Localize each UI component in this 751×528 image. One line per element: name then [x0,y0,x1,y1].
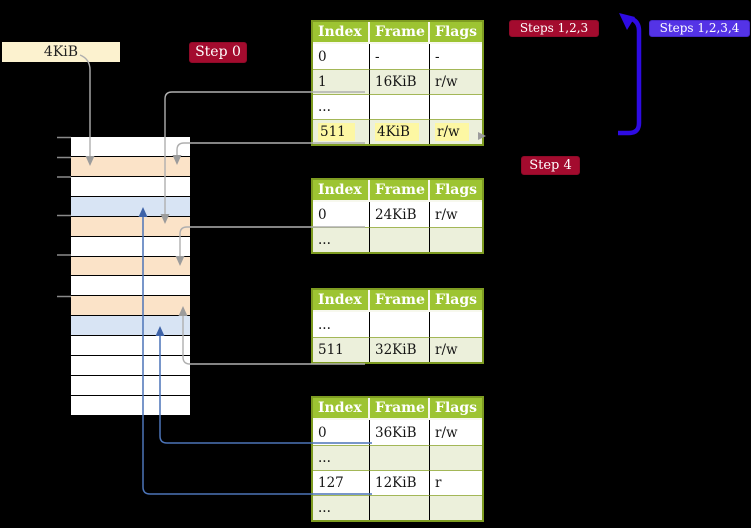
frame-size-label: 4KiB [2,42,120,62]
table-row-highlighted: 511 4KiB r/w [313,119,482,144]
table-row: 0 - - [313,44,482,69]
header-frame: Frame [370,398,430,420]
memory-row-0-white [71,137,190,156]
cell-flags [430,227,482,252]
page-table-3: Index Frame Flags ... 511 32KiB r/w [311,288,484,364]
cell-flags: r/w [430,119,482,144]
table-row: ... [313,495,482,520]
header-flags: Flags [430,398,482,420]
cell-flags [430,495,482,520]
cell-index: ... [313,227,370,252]
page-table-2: Index Frame Flags 0 24KiB r/w ... [311,178,484,254]
cell-frame [370,495,430,520]
table-row: 127 12KiB r [313,470,482,495]
cell-index: 127 [313,470,370,495]
cell-flags: r/w [430,337,482,362]
highlight-mark: r/w [435,123,469,141]
table-row: 511 32KiB r/w [313,337,482,362]
memory-tick-marks [57,136,71,298]
cell-frame [370,94,430,119]
memory-row-4-orange [71,215,190,236]
memory-row-12-white [71,375,190,395]
table-1-header-row: Index Frame Flags [313,22,482,44]
header-frame: Frame [370,180,430,202]
header-index: Index [313,22,370,44]
cell-index: 0 [313,44,370,69]
table-3-header-row: Index Frame Flags [313,290,482,312]
cell-frame [370,227,430,252]
cell-frame: 32KiB [370,337,430,362]
header-index: Index [313,290,370,312]
memory-row-3-blue [71,195,190,216]
memory-row-11-white [71,355,190,376]
header-index: Index [313,398,370,420]
cell-index: ... [313,312,370,337]
memory-row-13-white [71,394,190,415]
header-flags: Flags [430,22,482,44]
cell-frame: 16KiB [370,69,430,94]
recursive-loop-arrow [618,16,642,136]
cell-index: 511 [313,119,370,144]
step0-badge: Step 0 [189,42,247,63]
table-4-header-row: Index Frame Flags [313,398,482,420]
memory-row-10-white [71,335,190,356]
table-2-header-row: Index Frame Flags [313,180,482,202]
cell-frame: 12KiB [370,470,430,495]
table-row: ... [313,445,482,470]
highlight-mark: 511 [318,123,355,141]
cell-flags: r/w [435,206,458,223]
memory-row-9-blue [71,315,190,336]
memory-row-8-orange [71,295,190,316]
header-frame: Frame [370,22,430,44]
cell-frame: 4KiB [370,119,430,144]
cell-frame: 24KiB [370,202,430,227]
cell-frame: 36KiB [370,420,430,445]
cell-flags [430,312,482,337]
cell-index: ... [313,94,370,119]
memory-row-7-white [71,275,190,296]
header-index: Index [313,180,370,202]
memory-column [71,137,190,415]
steps-1234-badge: Steps 1,2,3,4 [649,20,750,37]
memory-row-1-orange [71,155,190,176]
table-row: 0 36KiB r/w [313,420,482,445]
cell-index: 0 [313,202,370,227]
page-table-1: Index Frame Flags 0 - - 1 16KiB r/w ... … [311,20,484,146]
table-row: ... [313,312,482,337]
cell-index: 0 [313,420,370,445]
cell-flags: r/w [435,424,458,441]
memory-row-6-orange [71,255,190,276]
header-frame: Frame [370,290,430,312]
table-row: ... [313,227,482,252]
memory-row-2-white [71,175,190,196]
cell-frame [370,445,430,470]
step4-badge: Step 4 [521,156,580,175]
header-flags: Flags [430,180,482,202]
cell-flags: r [430,470,482,495]
page-table-4: Index Frame Flags 0 36KiB r/w ... 127 12… [311,396,484,522]
header-flags: Flags [430,290,482,312]
table-row: 1 16KiB r/w [313,69,482,94]
recursive-loop-arrowhead-icon [619,13,635,30]
cell-flags [430,445,482,470]
cell-frame [370,312,430,337]
cell-frame: - [370,44,430,69]
table-row: ... [313,94,482,119]
cell-flags: - [435,48,440,65]
cell-index: ... [313,445,370,470]
cell-flags [430,94,482,119]
cell-index: 1 [313,69,370,94]
steps-123-badge: Steps 1,2,3 [509,20,599,37]
cell-index: ... [313,495,370,520]
cell-index: 511 [313,337,370,362]
cell-flags: r/w [430,69,482,94]
memory-row-5-white [71,235,190,256]
highlight-mark: 4KiB [375,123,419,141]
table-row: 0 24KiB r/w [313,202,482,227]
